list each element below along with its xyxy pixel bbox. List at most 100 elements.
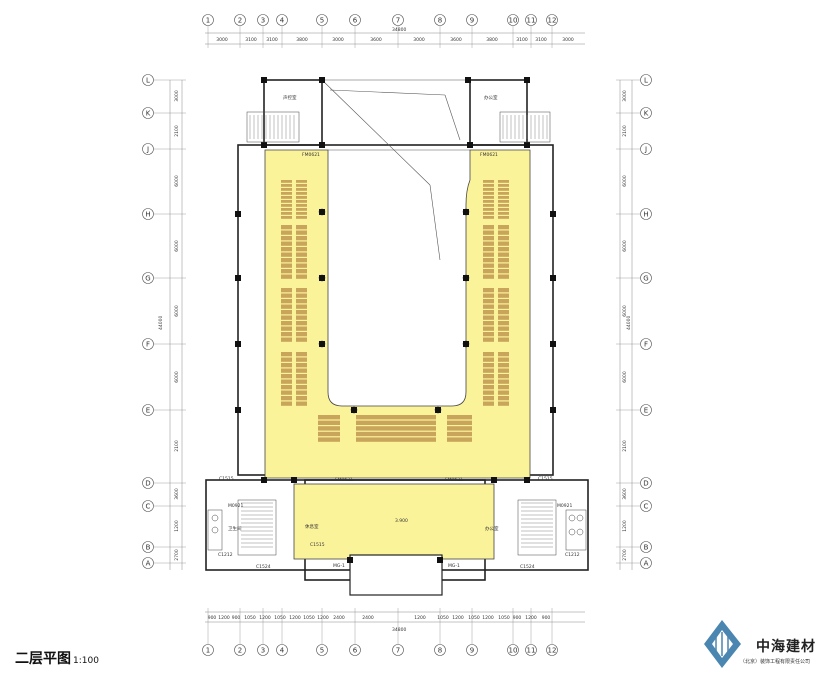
- room-labels: 声控室 办公室 办公室 休息室 卫生间 FM0621 FM0621 FM0621…: [218, 94, 580, 570]
- seat-row: [356, 420, 436, 425]
- dim-bottom-seg: 2400: [362, 615, 374, 621]
- window-tag-bottom-left: C1524: [256, 564, 271, 570]
- axis-bubble-col: [507, 14, 519, 26]
- seat-row: [498, 236, 509, 241]
- overall-width-top: 34800: [392, 27, 406, 33]
- axis-label-col: 4: [280, 647, 285, 655]
- company-name: 中海建材: [756, 639, 816, 655]
- seat-row: [281, 332, 292, 337]
- axis-bubble-col: [234, 14, 246, 26]
- entry-area: [349, 554, 443, 596]
- dim-top-seg: 3000: [413, 37, 425, 43]
- column-square: [319, 142, 325, 148]
- seat-row: [281, 288, 292, 293]
- column-round: [462, 340, 470, 348]
- seat-row: [483, 293, 494, 298]
- seat-row: [281, 379, 292, 384]
- seat-row: [296, 401, 307, 406]
- axis-label-col: 9: [470, 17, 474, 25]
- axis-label-row: B: [146, 544, 151, 552]
- seat-row: [483, 299, 494, 304]
- seat-row: [498, 396, 509, 401]
- axis-bubble-row: [142, 107, 154, 119]
- seat-row: [296, 188, 307, 191]
- axis-bubble-col: [234, 644, 246, 656]
- axis-bubble-row: [142, 143, 154, 155]
- column-round: [462, 274, 470, 282]
- seat-row: [498, 225, 509, 230]
- seat-row: [296, 368, 307, 373]
- dim-right-seg: 3000: [622, 90, 628, 102]
- seat-row: [296, 247, 307, 252]
- seat-row: [447, 431, 472, 437]
- seat-row: [483, 326, 494, 331]
- seat-row: [483, 288, 494, 293]
- seat-row: [296, 184, 307, 187]
- axis-bubble-col: [257, 14, 269, 26]
- axis-bubble-row: [640, 557, 652, 569]
- dim-left-seg: 2700: [174, 549, 180, 561]
- axis-label-col: 6: [353, 17, 358, 25]
- column-square: [550, 275, 556, 281]
- column-square: [261, 77, 267, 83]
- dimension-lines: [169, 32, 633, 623]
- seat-row: [483, 337, 494, 342]
- dim-left-seg: 2100: [174, 440, 180, 452]
- axis-bubble-row: [640, 541, 652, 553]
- seat-row: [281, 326, 292, 331]
- seat-row: [281, 200, 292, 203]
- dim-top-seg: 3600: [370, 37, 382, 43]
- axis-bubble-row: [142, 500, 154, 512]
- axis-label-col: 7: [396, 647, 400, 655]
- seat-row: [483, 216, 494, 219]
- void-lines: [321, 79, 470, 261]
- seat-row: [483, 363, 494, 368]
- seat-row: [281, 337, 292, 342]
- seat-row: [483, 304, 494, 309]
- axis-label-col: 3: [261, 647, 265, 655]
- room-office-right-label: 办公室: [485, 525, 499, 532]
- seat-row: [296, 396, 307, 401]
- seat-row: [483, 196, 494, 199]
- dim-right-seg: 2700: [622, 549, 628, 561]
- axis-bubble-col: [349, 14, 361, 26]
- company-subtitle: （北京）装饰工程有限责任公司: [740, 659, 811, 665]
- drawing-title: 二层平图: [15, 651, 71, 667]
- toilet-fixtures: [207, 509, 587, 551]
- axis-label-col: 6: [353, 647, 358, 655]
- seat-row: [281, 269, 292, 274]
- seat-row: [281, 299, 292, 304]
- dim-bottom-seg: 1200: [414, 615, 426, 621]
- axis-bubble-col: [202, 14, 214, 26]
- seat-row: [296, 304, 307, 309]
- seat-row: [281, 258, 292, 263]
- seat-row: [498, 385, 509, 390]
- seat-row: [318, 431, 340, 437]
- seat-row: [281, 180, 292, 183]
- seat-row: [483, 263, 494, 268]
- seat-row: [296, 357, 307, 362]
- seat-row: [281, 321, 292, 326]
- column-square: [524, 142, 530, 148]
- axis-bubble-col: [392, 14, 404, 26]
- dim-bottom-seg: 900: [542, 615, 551, 621]
- seat-row: [498, 299, 509, 304]
- dim-bottom-seg: 1200: [289, 615, 301, 621]
- axis-bubble-col: [276, 644, 288, 656]
- seat-row: [498, 293, 509, 298]
- axis-bubble-col: [434, 14, 446, 26]
- seat-row: [356, 431, 436, 437]
- window-tag-bottom-right: C1524: [520, 564, 535, 570]
- dim-top-seg: 3800: [296, 37, 308, 43]
- seat-row: [281, 274, 292, 279]
- axis-bubble-col: [546, 644, 558, 656]
- axis-label-col: 5: [320, 647, 324, 655]
- seat-row: [483, 269, 494, 274]
- axis-bubble-row: [142, 557, 154, 569]
- column-square: [550, 211, 556, 217]
- seat-row: [483, 401, 494, 406]
- seat-row: [483, 192, 494, 195]
- seat-row: [296, 385, 307, 390]
- overall-width-bottom: 34800: [392, 627, 406, 633]
- seat-row: [498, 180, 509, 183]
